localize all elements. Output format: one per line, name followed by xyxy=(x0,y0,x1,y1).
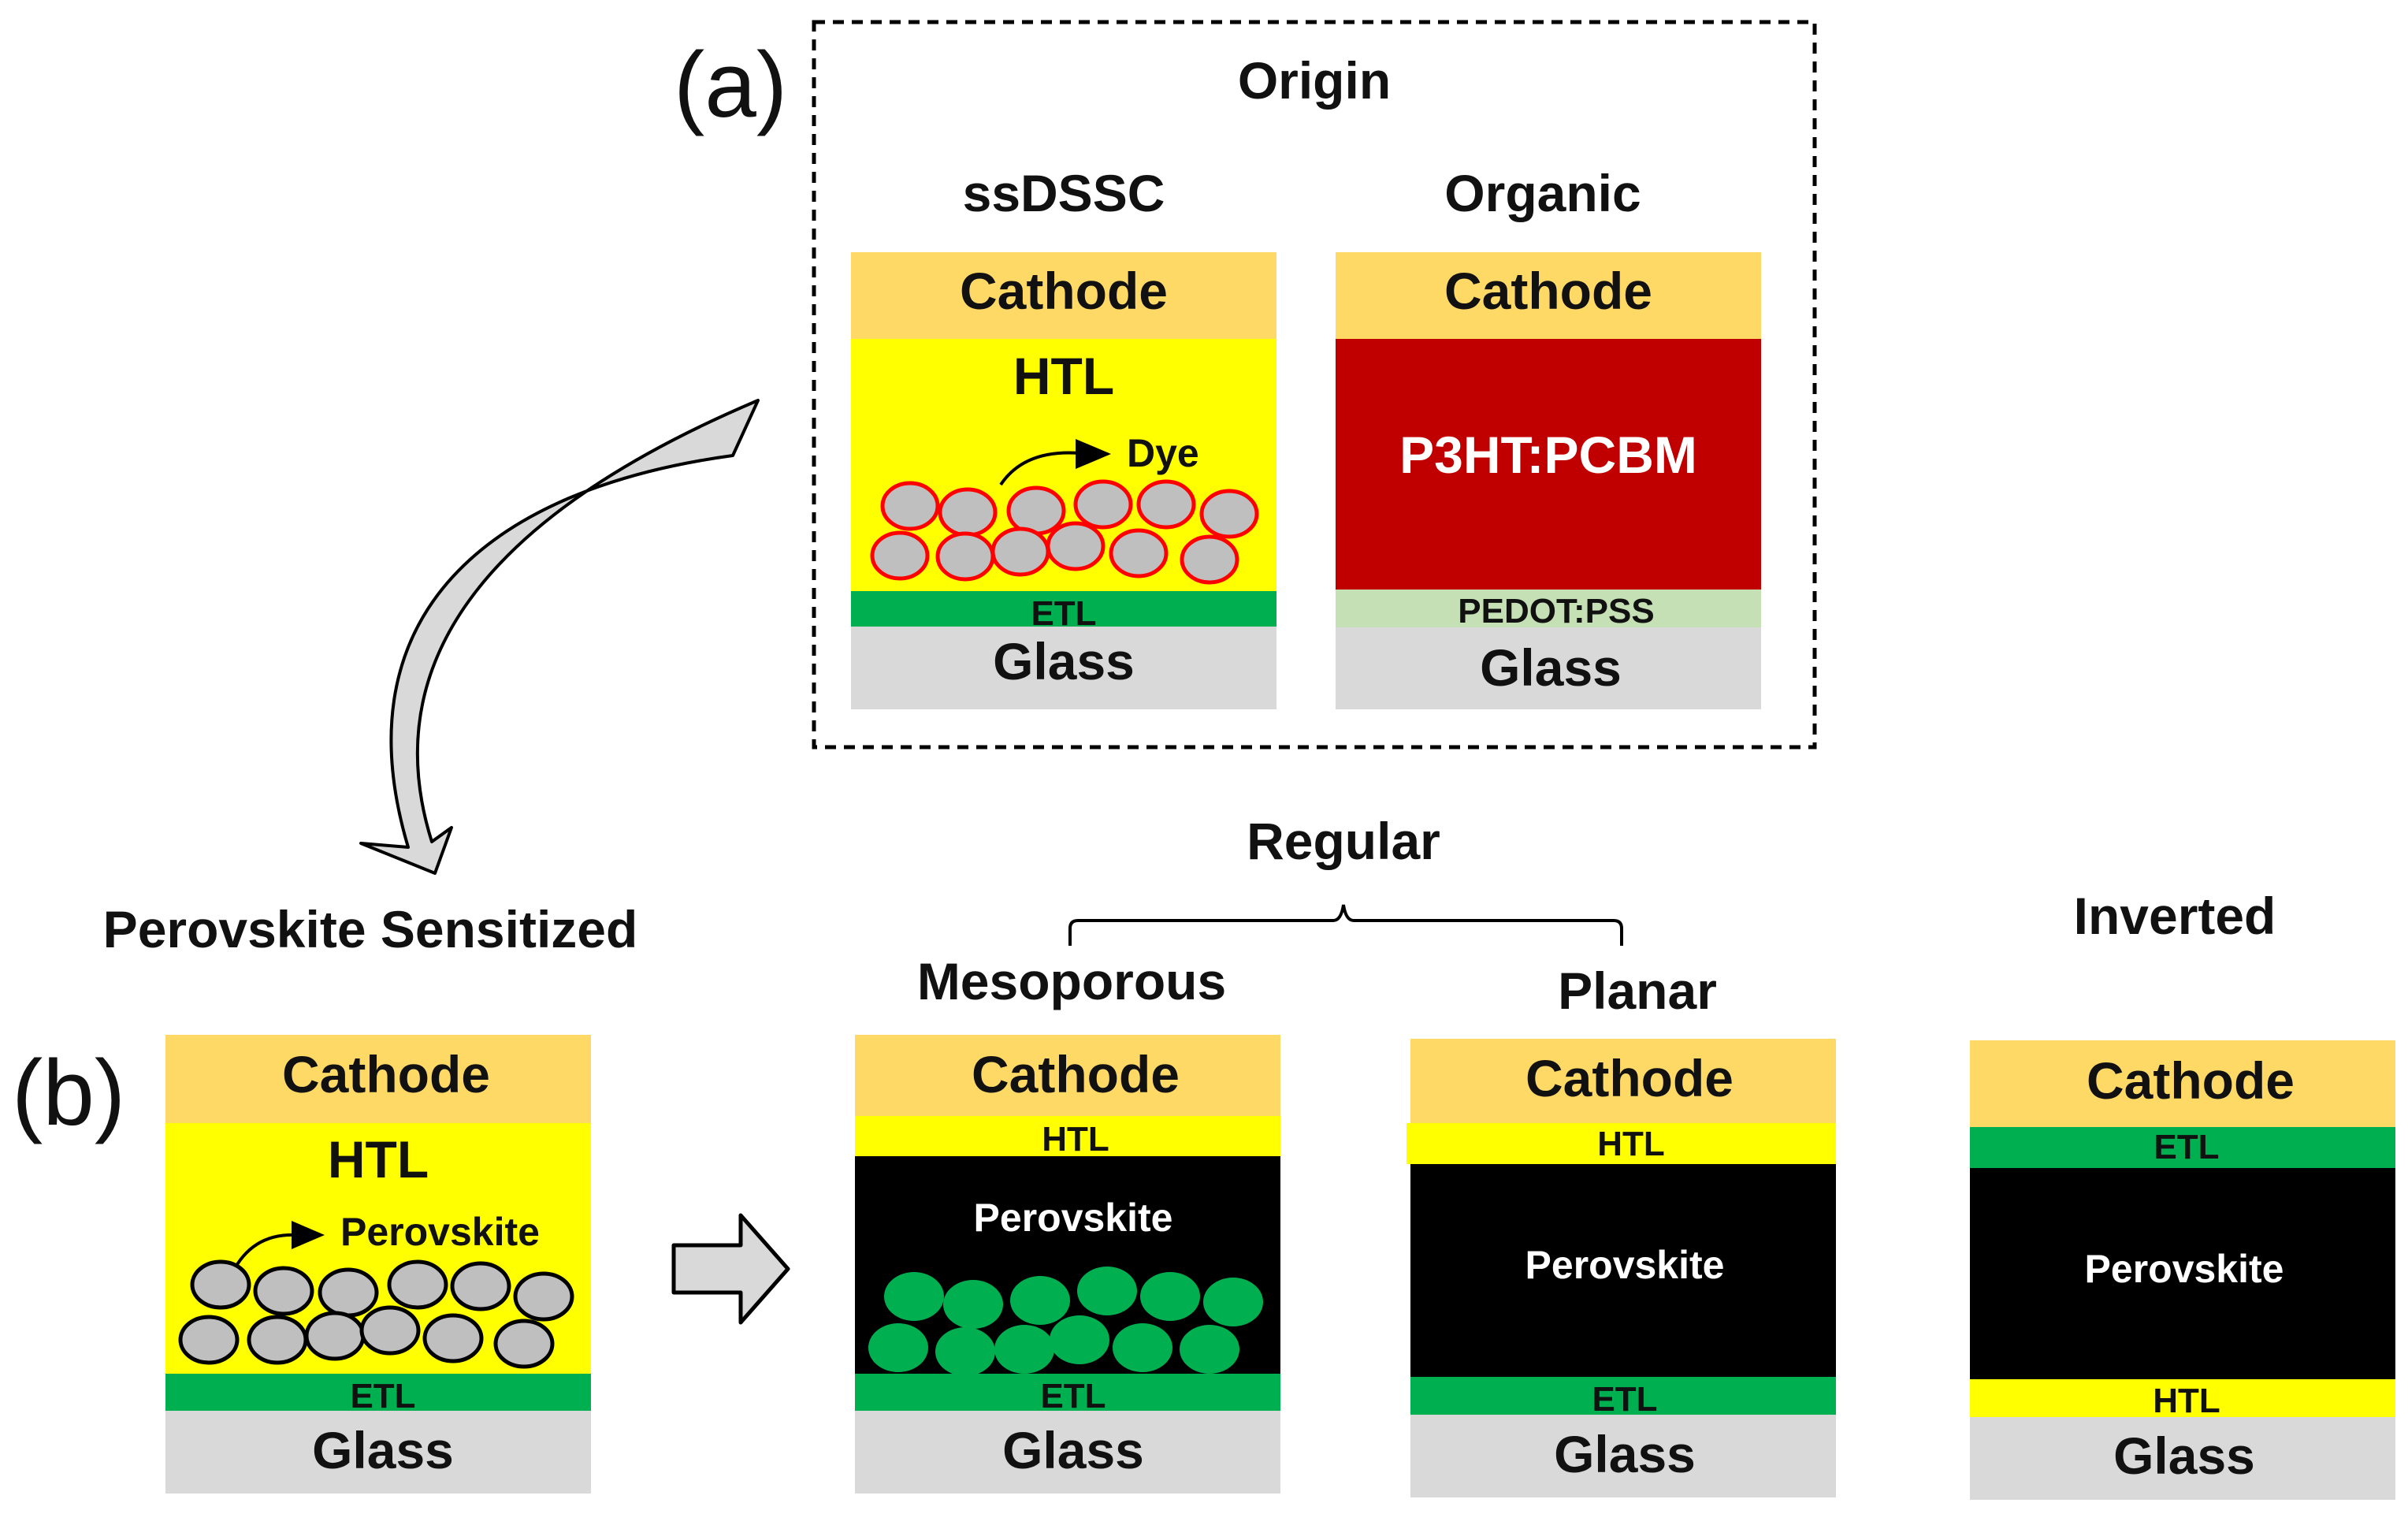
dye-arrow xyxy=(999,451,1080,486)
ssdssc-glass-label: Glass xyxy=(993,632,1135,690)
organic-stack: Cathode P3HT:PCBM PEDOT:PSS Glass xyxy=(1336,252,1761,709)
sensitized-cathode-layer xyxy=(165,1035,591,1123)
ssdssc-cathode-label: Cathode xyxy=(960,262,1168,320)
ssdssc-htl-label: HTL xyxy=(1013,347,1114,405)
mesoporous-etl-layer xyxy=(855,1374,1280,1411)
planar-htl-layer xyxy=(1407,1123,1836,1164)
mesoporous-cathode-label: Cathode xyxy=(972,1045,1180,1103)
mesoporous-perovskite-label: Perovskite xyxy=(974,1196,1173,1240)
inverted-htl-label: HTL xyxy=(2153,1382,2220,1420)
sensitized-cathode-label: Cathode xyxy=(282,1045,490,1103)
dye-sensitized-particles xyxy=(870,479,1259,585)
inverted-htl-layer xyxy=(1970,1379,2395,1417)
organic-active-layer xyxy=(1336,339,1761,590)
mesoporous-etl-label: ETL xyxy=(1040,1377,1106,1415)
panel-label-a: (a) xyxy=(674,33,787,137)
inverted-heading: Inverted xyxy=(2074,887,2276,945)
block-arrow xyxy=(671,1213,790,1325)
panel-label-b: (b) xyxy=(12,1041,125,1145)
inverted-cathode-label: Cathode xyxy=(2087,1051,2295,1110)
sensitized-glass-layer xyxy=(165,1411,591,1494)
planar-perovskite-layer xyxy=(1410,1164,1836,1377)
planar-etl-layer xyxy=(1410,1377,1836,1415)
mesoporous-htl-label: HTL xyxy=(1042,1120,1109,1159)
organic-glass-layer xyxy=(1336,627,1761,709)
planar-glass-layer xyxy=(1410,1415,1836,1497)
ssdssc-glass-layer xyxy=(851,627,1276,709)
inverted-etl-label: ETL xyxy=(2153,1128,2219,1166)
planar-heading: Planar xyxy=(1558,962,1717,1020)
sensitized-htl-label: HTL xyxy=(328,1130,429,1189)
inverted-cathode-layer xyxy=(1970,1040,2395,1127)
planar-cathode-label: Cathode xyxy=(1525,1049,1734,1107)
planar-htl-label: HTL xyxy=(1597,1125,1665,1163)
mesoporous-cathode-layer xyxy=(855,1035,1280,1116)
organic-heading: Organic xyxy=(1444,164,1641,222)
inverted-perovskite-layer xyxy=(1970,1168,2395,1379)
dye-arrow-head xyxy=(1076,439,1111,469)
mesoporous-scaffold-particles xyxy=(868,1267,1263,1376)
ssdssc-heading: ssDSSC xyxy=(963,164,1165,222)
perovskite-sensitized-particles xyxy=(178,1259,574,1369)
organic-pedot-label: PEDOT:PSS xyxy=(1458,592,1654,631)
planar-glass-label: Glass xyxy=(1554,1425,1696,1483)
ssdssc-stack: Cathode HTL Dye ETL Glass xyxy=(851,252,1276,709)
sensitized-etl-label: ETL xyxy=(350,1377,415,1415)
organic-cathode-label: Cathode xyxy=(1444,262,1652,320)
dye-label: Dye xyxy=(1127,431,1199,475)
inverted-glass-label: Glass xyxy=(2113,1427,2255,1485)
mesoporous-glass-layer xyxy=(855,1411,1280,1494)
ssdssc-cathode-layer xyxy=(851,252,1276,339)
regular-title: Regular xyxy=(1247,812,1440,870)
planar-cathode-layer xyxy=(1410,1039,1836,1123)
sensitized-glass-label: Glass xyxy=(312,1421,454,1479)
inverted-glass-layer xyxy=(1970,1417,2395,1500)
planar-etl-label: ETL xyxy=(1592,1380,1657,1419)
organic-glass-label: Glass xyxy=(1480,638,1622,697)
mesoporous-stack: Cathode HTL Perovskite ETL Glass xyxy=(855,1035,1280,1494)
origin-title: Origin xyxy=(1238,51,1391,110)
sensitized-perovskite-label: Perovskite xyxy=(340,1210,540,1254)
mesoporous-heading: Mesoporous xyxy=(917,952,1226,1010)
inverted-perovskite-label: Perovskite xyxy=(2085,1247,2284,1291)
mesoporous-glass-label: Glass xyxy=(1002,1421,1144,1479)
organic-pedot-layer xyxy=(1336,590,1761,627)
ssdssc-etl-layer xyxy=(851,591,1276,627)
organic-active-label: P3HT:PCBM xyxy=(1399,426,1697,484)
mesoporous-htl-layer xyxy=(855,1116,1280,1156)
perovskite-sensitized-heading: Perovskite Sensitized xyxy=(103,900,638,958)
origin-dashed-frame xyxy=(812,20,1817,750)
inverted-stack: Cathode ETL Perovskite HTL Glass xyxy=(1970,1040,2395,1500)
perovskite-arrow-head xyxy=(292,1221,325,1249)
organic-cathode-layer xyxy=(1336,252,1761,339)
regular-brace xyxy=(1068,904,1623,946)
ssdssc-etl-label: ETL xyxy=(1031,594,1096,633)
curved-evolution-arrow xyxy=(359,399,760,875)
sensitized-stack: Cathode HTL Perovskite ETL Glass xyxy=(165,1035,591,1494)
planar-perovskite-label: Perovskite xyxy=(1525,1243,1725,1287)
planar-stack: Cathode HTL Perovskite ETL Glass xyxy=(1407,1039,1836,1497)
inverted-etl-layer xyxy=(1970,1127,2395,1168)
sensitized-etl-layer xyxy=(165,1374,591,1411)
